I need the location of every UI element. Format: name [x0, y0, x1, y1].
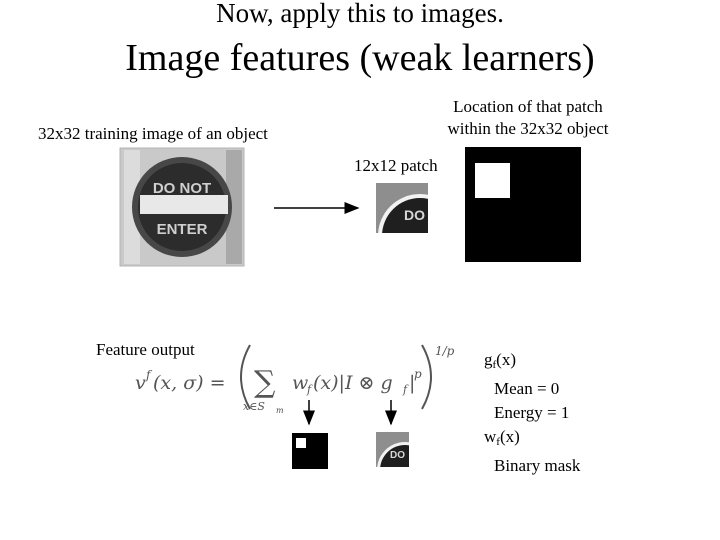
legend-g-sub: f	[492, 359, 497, 371]
legend-w-sub: f	[496, 436, 500, 448]
training-image-label: 32x32 training image of an object	[38, 124, 268, 143]
patch-text: DO	[404, 207, 425, 223]
formula-power-p: p	[414, 367, 422, 381]
formula-end: |	[409, 372, 415, 394]
left-paren	[240, 344, 251, 410]
formula-w: w	[292, 372, 308, 394]
formula-lhs-args: (x, σ) =	[153, 372, 226, 394]
patch-image: DO	[376, 183, 428, 233]
training-image: DO NOT ENTER	[119, 147, 245, 267]
legend-g-energy: Energy = 1	[494, 403, 570, 422]
legend-g-var: g	[484, 350, 493, 369]
legend-g-mean: Mean = 0	[494, 379, 560, 398]
legend-g-arg: (x)	[496, 350, 516, 369]
patch-label: 12x12 patch	[354, 156, 438, 175]
legend-w-var: w	[484, 427, 497, 446]
sign-text-bottom: ENTER	[157, 221, 208, 238]
sum-index-sub: m	[276, 406, 284, 415]
patch-location-label: Location of that patch within the 32x32 …	[428, 96, 628, 140]
sum-symbol: ∑	[254, 365, 276, 400]
slide-title: Image features (weak learners)	[125, 37, 595, 79]
formula-g-sub: f	[402, 383, 409, 396]
sign-text-top: DO NOT	[153, 180, 211, 197]
patch-location-mask	[465, 147, 581, 262]
formula-outer-exp: 1/p	[435, 344, 455, 358]
formula-lhs-sup: f	[145, 368, 153, 382]
slide-subtitle: Now, apply this to images.	[216, 0, 504, 28]
patch-location-label-line2: within the 32x32 object	[447, 119, 609, 138]
filter-legend: gf(x) Mean = 0 Energy = 1 wf(x) Binary m…	[484, 348, 580, 478]
legend-w-line: wf(x)	[484, 425, 580, 454]
legend-g-line: gf(x)	[484, 348, 580, 377]
mask-thumbnail	[292, 433, 328, 469]
formula-w-sub: f	[306, 383, 313, 396]
sum-index: x∈S	[243, 400, 265, 413]
patch-thumbnail-text: DO	[390, 450, 405, 461]
right-paren	[421, 344, 432, 410]
patch-location-label-line1: Location of that patch	[453, 97, 603, 116]
patch-thumbnail: DO	[376, 432, 409, 467]
formula-lhs: v	[135, 372, 146, 394]
legend-w-arg: (x)	[499, 427, 520, 446]
formula-mid: (x)|I ⊗ g	[313, 372, 393, 394]
legend-w-desc: Binary mask	[494, 456, 581, 475]
feature-formula: v f (x, σ) = ∑ x∈S m w f (x)|I ⊗ g f | p…	[135, 344, 455, 415]
feature-output-label: Feature output	[96, 340, 195, 359]
